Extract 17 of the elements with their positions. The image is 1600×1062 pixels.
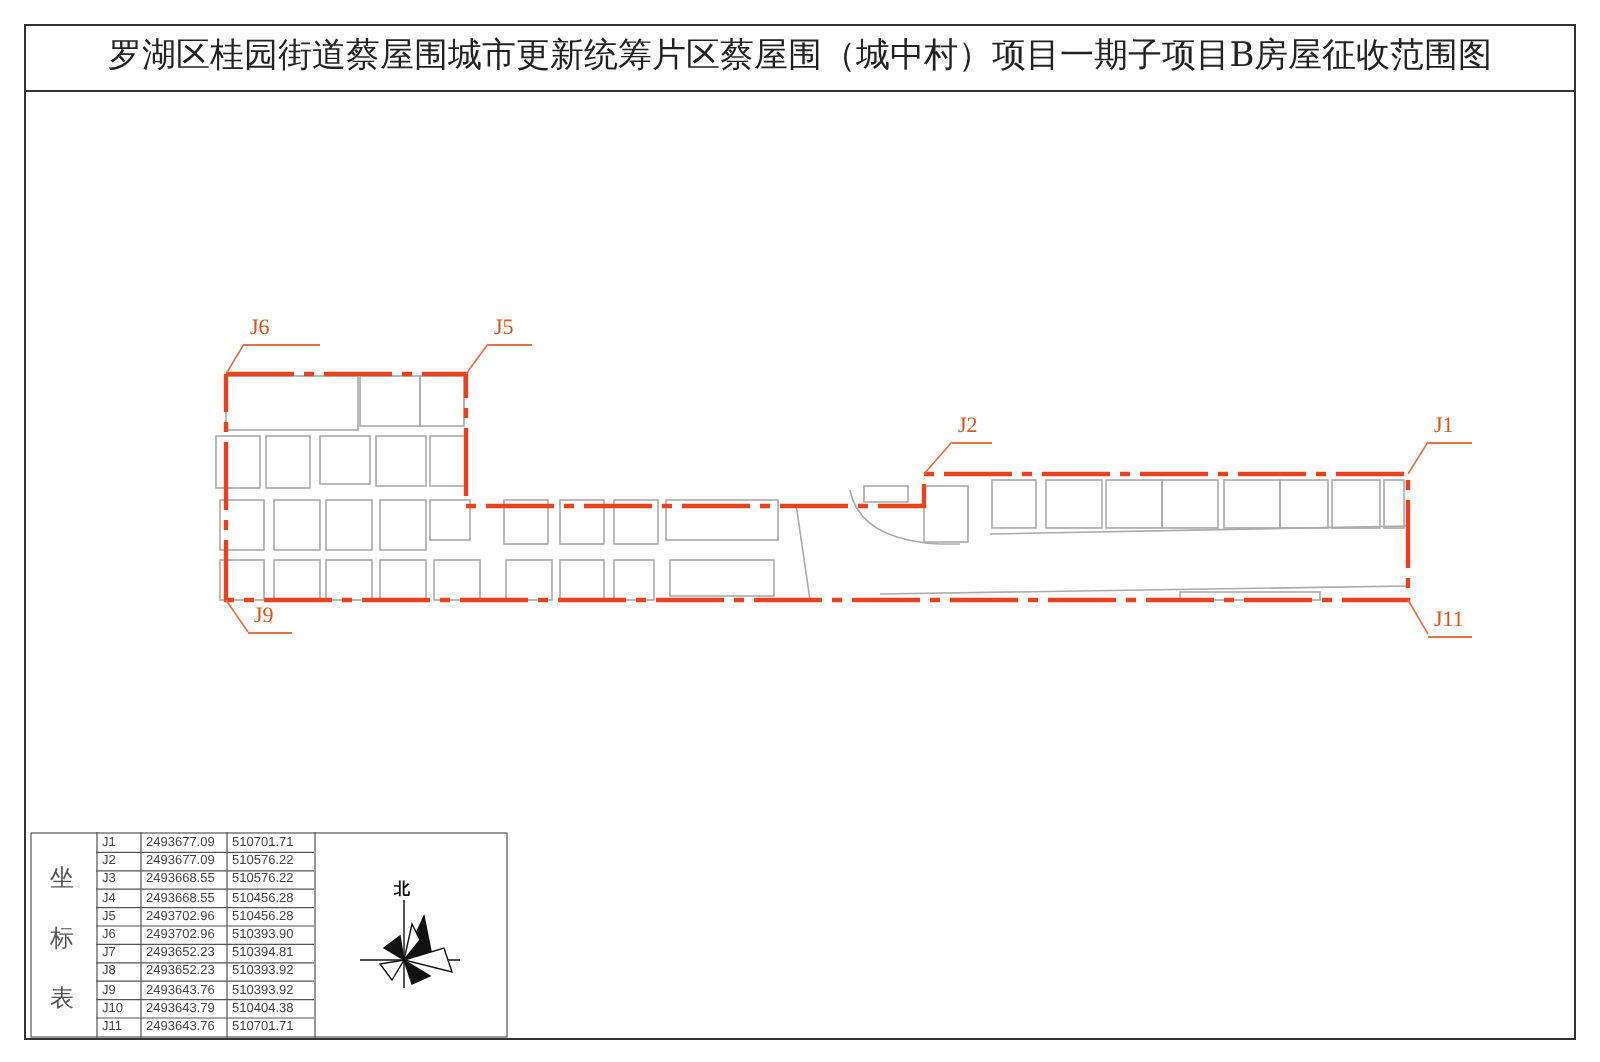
table-heading-character: 标 <box>50 924 74 952</box>
leader-line <box>465 343 489 375</box>
title: 罗湖区桂园街道蔡屋围城市更新统筹片区蔡屋围（城中村）项目一期子项目B房屋征收范围图 <box>105 34 1495 80</box>
point-label: J11 <box>1428 608 1472 638</box>
point-label: J5 <box>488 316 532 346</box>
leader-line <box>923 441 953 475</box>
table-heading-character: 坐 <box>50 864 74 892</box>
leader-line <box>225 599 249 633</box>
leader-line <box>1407 441 1429 475</box>
leader-line <box>225 343 245 375</box>
table-heading-character: 表 <box>50 984 74 1012</box>
point-label: J2 <box>952 414 992 444</box>
leader-line <box>1407 599 1429 635</box>
point-label: J6 <box>244 316 320 346</box>
point-label: J9 <box>248 604 292 634</box>
north-label: 北 <box>394 880 410 898</box>
point-label: J1 <box>1428 414 1472 444</box>
